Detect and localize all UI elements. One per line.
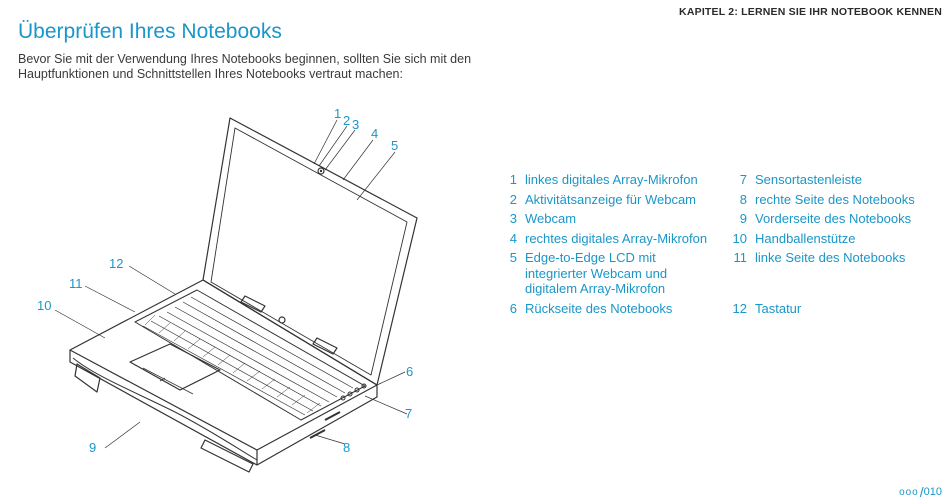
legend-column-1: 1 linkes digitales Array-Mikrofon 2 Aktivi…: [497, 172, 725, 320]
legend-column-2: 7 Sensortastenleiste 8 rechte Seite des No…: [727, 172, 950, 320]
legend-item: 10 Handballenstütze: [727, 231, 950, 247]
legend-label: Tastatur: [755, 300, 802, 316]
page-number-value: 010: [923, 486, 942, 498]
legend-label: Aktivitätsanzeige für Webcam: [525, 191, 696, 207]
legend-label: Sensortastenleiste: [755, 172, 862, 187]
callout-6: 6: [406, 364, 413, 379]
callout-12: 12: [109, 256, 123, 271]
legend-label: rechtes digitales Array-Mikrofon: [525, 230, 708, 246]
legend-number: 11: [733, 250, 748, 265]
legend-label: Handballenstütze: [755, 230, 856, 246]
legend-number: 8: [739, 191, 747, 207]
legend-label: Vorderseite des Notebooks: [755, 211, 912, 226]
legend-item: 9 Vorderseite des Notebooks: [727, 211, 950, 227]
callout-11: 11: [69, 276, 83, 291]
keyboard-area: [134, 289, 366, 421]
legend-label: linke Seite des Notebooks: [755, 250, 906, 265]
legend-label: Edge-to-Edge LCD mit integrierter Webcam…: [525, 250, 668, 296]
legend-item: 7 Sensortastenleiste: [727, 172, 950, 188]
legend-item: 1 linkes digitales Array-Mikrofon: [497, 172, 725, 188]
screen-outline: [210, 127, 408, 376]
legend-item: 5 Edge-to-Edge LCD mit integrierter Webca…: [497, 250, 725, 297]
legend-item: 6 Rückseite des Notebooks: [497, 301, 725, 317]
legend-item: 8 rechte Seite des Notebooks: [727, 192, 950, 208]
callout-8: 8: [343, 440, 350, 455]
callout-1: 1: [334, 106, 341, 121]
legend-item: 2 Aktivitätsanzeige für Webcam: [497, 192, 725, 208]
legend-item: 4 rechtes digitales Array-Mikrofon: [497, 231, 725, 247]
callout-3: 3: [352, 117, 359, 132]
legend-number: 2: [509, 191, 517, 207]
legend-number: 6: [509, 300, 517, 316]
touchpad: [129, 343, 221, 391]
legend-item: 11 linke Seite des Notebooks: [727, 250, 950, 266]
callout-10: 10: [37, 298, 51, 313]
page-number: ooo / 010: [899, 484, 942, 500]
page-title: Überprüfen Ihres Notebooks: [18, 20, 282, 43]
legend-number: 1: [509, 172, 517, 187]
callout-5: 5: [391, 138, 398, 153]
page-slash: /: [919, 484, 924, 500]
legend-number: 12: [732, 300, 747, 316]
legend-number: 5: [509, 250, 517, 265]
legend-number: 4: [509, 230, 517, 246]
legend-number: 3: [509, 211, 517, 226]
laptop-illustration: 1 2 3 4 5 6 7 8 9 10 11 12: [37, 106, 418, 473]
callout-2: 2: [343, 113, 350, 128]
legend-label: rechte Seite des Notebooks: [755, 191, 915, 207]
base-body: [69, 350, 378, 466]
intro-paragraph: Bevor Sie mit der Verwendung Ihres Noteb…: [18, 52, 472, 81]
callout-4: 4: [371, 126, 378, 141]
legend-number: 9: [739, 211, 747, 226]
legend-item: 12 Tastatur: [727, 301, 950, 317]
legend-item: 3 Webcam: [497, 211, 725, 227]
callout-9: 9: [89, 440, 96, 455]
legend-label: Rückseite des Notebooks: [525, 300, 673, 316]
legend-number: 7: [739, 172, 747, 187]
page-mark: ooo: [899, 487, 919, 498]
chapter-header: KAPITEL 2: LERNEN SIE IHR NOTEBOOK KENNE…: [679, 6, 942, 18]
legend-label: linkes digitales Array-Mikrofon: [525, 172, 698, 187]
legend-label: Webcam: [525, 211, 577, 226]
callout-7: 7: [405, 406, 412, 421]
legend-number: 10: [732, 230, 747, 246]
